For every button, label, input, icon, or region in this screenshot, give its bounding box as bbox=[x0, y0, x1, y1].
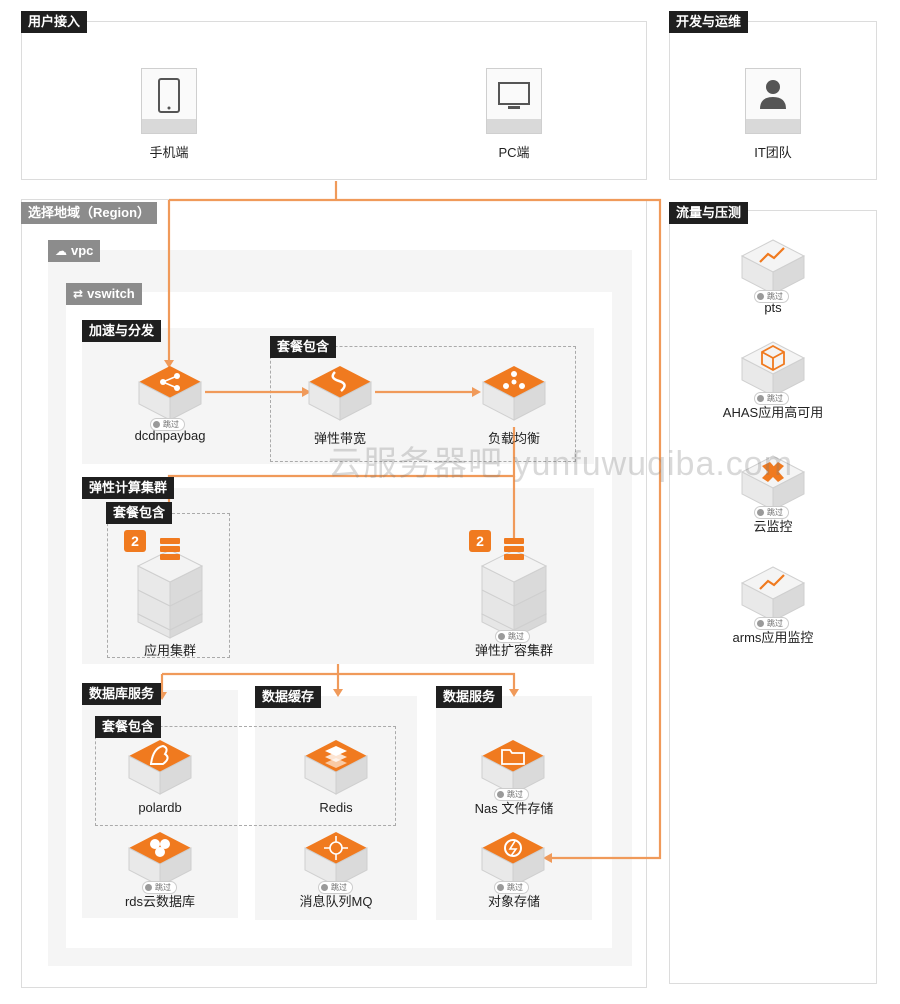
cms-label: 云监控 bbox=[753, 519, 793, 534]
trend-icon bbox=[759, 247, 785, 263]
monitor-tools-icon bbox=[762, 462, 784, 482]
polardb-node bbox=[128, 740, 192, 795]
database-icon bbox=[150, 839, 170, 857]
ahas-node bbox=[740, 341, 806, 397]
cms-node bbox=[740, 455, 806, 511]
data-tag: 数据服务 bbox=[436, 686, 503, 708]
lb-node bbox=[482, 366, 546, 421]
nas-skip-toggle[interactable]: 跳过 bbox=[494, 788, 529, 801]
vpc-label: vpc bbox=[71, 243, 94, 258]
traffic-tag: 流量与压测 bbox=[669, 202, 749, 224]
vpc-tag: ☁ vpc bbox=[48, 240, 101, 262]
compute-tag: 弹性计算集群 bbox=[82, 477, 175, 499]
lb-label: 负载均衡 bbox=[487, 431, 540, 446]
switch-icon: ⇄ bbox=[73, 287, 84, 301]
oss-skip-toggle[interactable]: 跳过 bbox=[494, 881, 529, 894]
pts-node bbox=[740, 239, 806, 295]
scaling-cluster-count-badge: 2 bbox=[469, 530, 491, 552]
server-icon bbox=[504, 538, 524, 560]
it-team-label: IT团队 bbox=[754, 145, 792, 160]
server-icon bbox=[160, 538, 180, 560]
rds-label: rds云数据库 bbox=[124, 894, 196, 909]
user-access-panel bbox=[21, 21, 647, 180]
monitor-icon bbox=[498, 82, 530, 109]
pc-label: PC端 bbox=[498, 145, 530, 160]
ahas-label: AHAS应用高可用 bbox=[722, 405, 824, 420]
arms-label: arms应用监控 bbox=[732, 630, 814, 645]
redis-node bbox=[304, 740, 368, 795]
package1-tag: 套餐包含 bbox=[270, 336, 337, 358]
ahas-skip-toggle[interactable]: 跳过 bbox=[754, 392, 789, 405]
rds-skip-toggle[interactable]: 跳过 bbox=[142, 881, 177, 894]
bandwidth-label: 弹性带宽 bbox=[313, 431, 366, 446]
cube-icon bbox=[761, 344, 785, 372]
scaling-cluster-skip-toggle[interactable]: 跳过 bbox=[495, 630, 530, 643]
mobile-label: 手机端 bbox=[149, 145, 189, 160]
cloud-icon: ☁ bbox=[55, 244, 67, 258]
user-access-tag: 用户接入 bbox=[21, 11, 88, 33]
cache-tag: 数据缓存 bbox=[255, 686, 322, 708]
arms-skip-toggle[interactable]: 跳过 bbox=[754, 617, 789, 630]
redis-label: Redis bbox=[319, 800, 353, 815]
trend-icon bbox=[759, 574, 785, 590]
person-icon bbox=[760, 80, 786, 109]
polardb-icon bbox=[149, 744, 169, 765]
mq-skip-toggle[interactable]: 跳过 bbox=[318, 881, 353, 894]
dcdn-skip-toggle[interactable]: 跳过 bbox=[150, 418, 185, 431]
app-cluster-count-badge: 2 bbox=[124, 530, 146, 552]
bandwidth-node bbox=[308, 366, 372, 421]
pts-label: pts bbox=[764, 300, 782, 315]
package2-tag: 套餐包含 bbox=[106, 502, 173, 524]
accel-tag: 加速与分发 bbox=[82, 320, 162, 342]
app-cluster-label: 应用集群 bbox=[143, 643, 196, 658]
package3-tag: 套餐包含 bbox=[95, 716, 162, 738]
pts-skip-toggle[interactable]: 跳过 bbox=[754, 290, 789, 303]
vswitch-label: vswitch bbox=[87, 286, 135, 301]
arms-node bbox=[740, 566, 806, 622]
region-tag: 选择地域（Region） bbox=[21, 202, 158, 224]
dcdn-node bbox=[138, 366, 202, 421]
vswitch-tag: ⇄vswitch bbox=[66, 283, 142, 305]
mq-label: 消息队列MQ bbox=[299, 894, 373, 909]
devops-tag: 开发与运维 bbox=[669, 11, 749, 33]
phone-icon bbox=[158, 78, 180, 113]
it-team-device bbox=[745, 68, 801, 134]
mobile-device bbox=[141, 68, 197, 134]
oss-label: 对象存储 bbox=[487, 894, 540, 909]
db-tag: 数据库服务 bbox=[82, 683, 162, 705]
app-cluster-node bbox=[136, 538, 204, 639]
cms-skip-toggle[interactable]: 跳过 bbox=[754, 506, 789, 519]
pc-device bbox=[486, 68, 542, 134]
polardb-label: polardb bbox=[138, 800, 182, 815]
